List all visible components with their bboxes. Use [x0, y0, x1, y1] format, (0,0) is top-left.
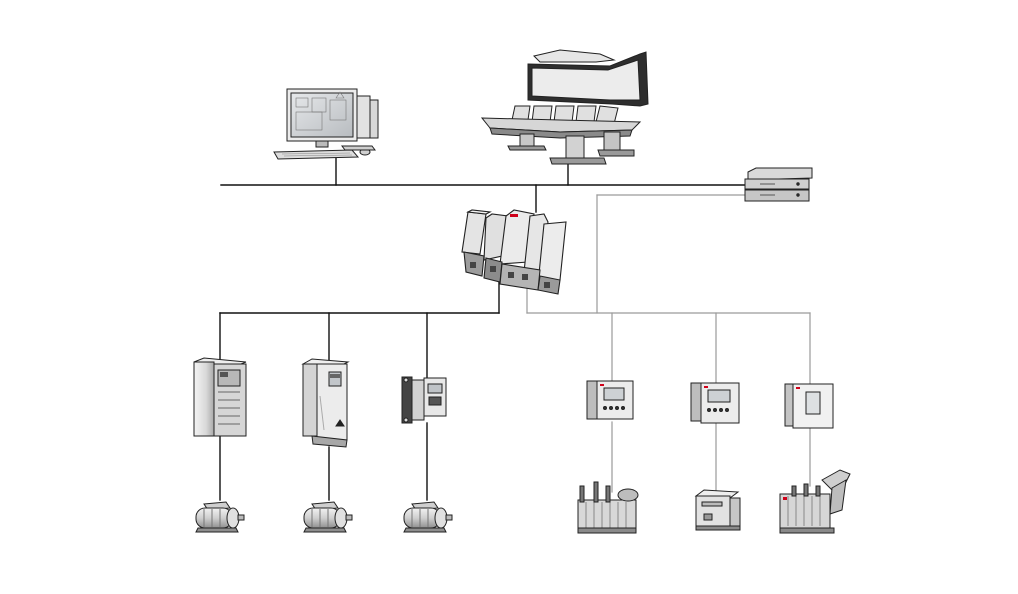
- server-rack-icon[interactable]: [744, 167, 813, 202]
- workstation-icon[interactable]: [273, 88, 379, 160]
- motor-1-icon[interactable]: [195, 501, 245, 533]
- protection-relay-1-icon[interactable]: [586, 380, 634, 420]
- protection-relay-3-icon[interactable]: [784, 383, 834, 429]
- motor-3-icon[interactable]: [403, 501, 453, 533]
- drive-icon[interactable]: [301, 358, 350, 448]
- switchgear-icon[interactable]: [694, 489, 741, 531]
- control-desk-icon[interactable]: [480, 49, 649, 165]
- power-transformer-icon[interactable]: [577, 481, 639, 534]
- protection-relay-2-icon[interactable]: [690, 382, 740, 424]
- motor-2-icon[interactable]: [303, 501, 353, 533]
- connections: [219, 157, 811, 501]
- plc-module-icon[interactable]: [461, 209, 567, 295]
- distribution-transformer-icon[interactable]: [779, 469, 851, 534]
- compact-drive-icon[interactable]: [401, 376, 447, 424]
- drive-cabinet-icon[interactable]: [193, 357, 247, 437]
